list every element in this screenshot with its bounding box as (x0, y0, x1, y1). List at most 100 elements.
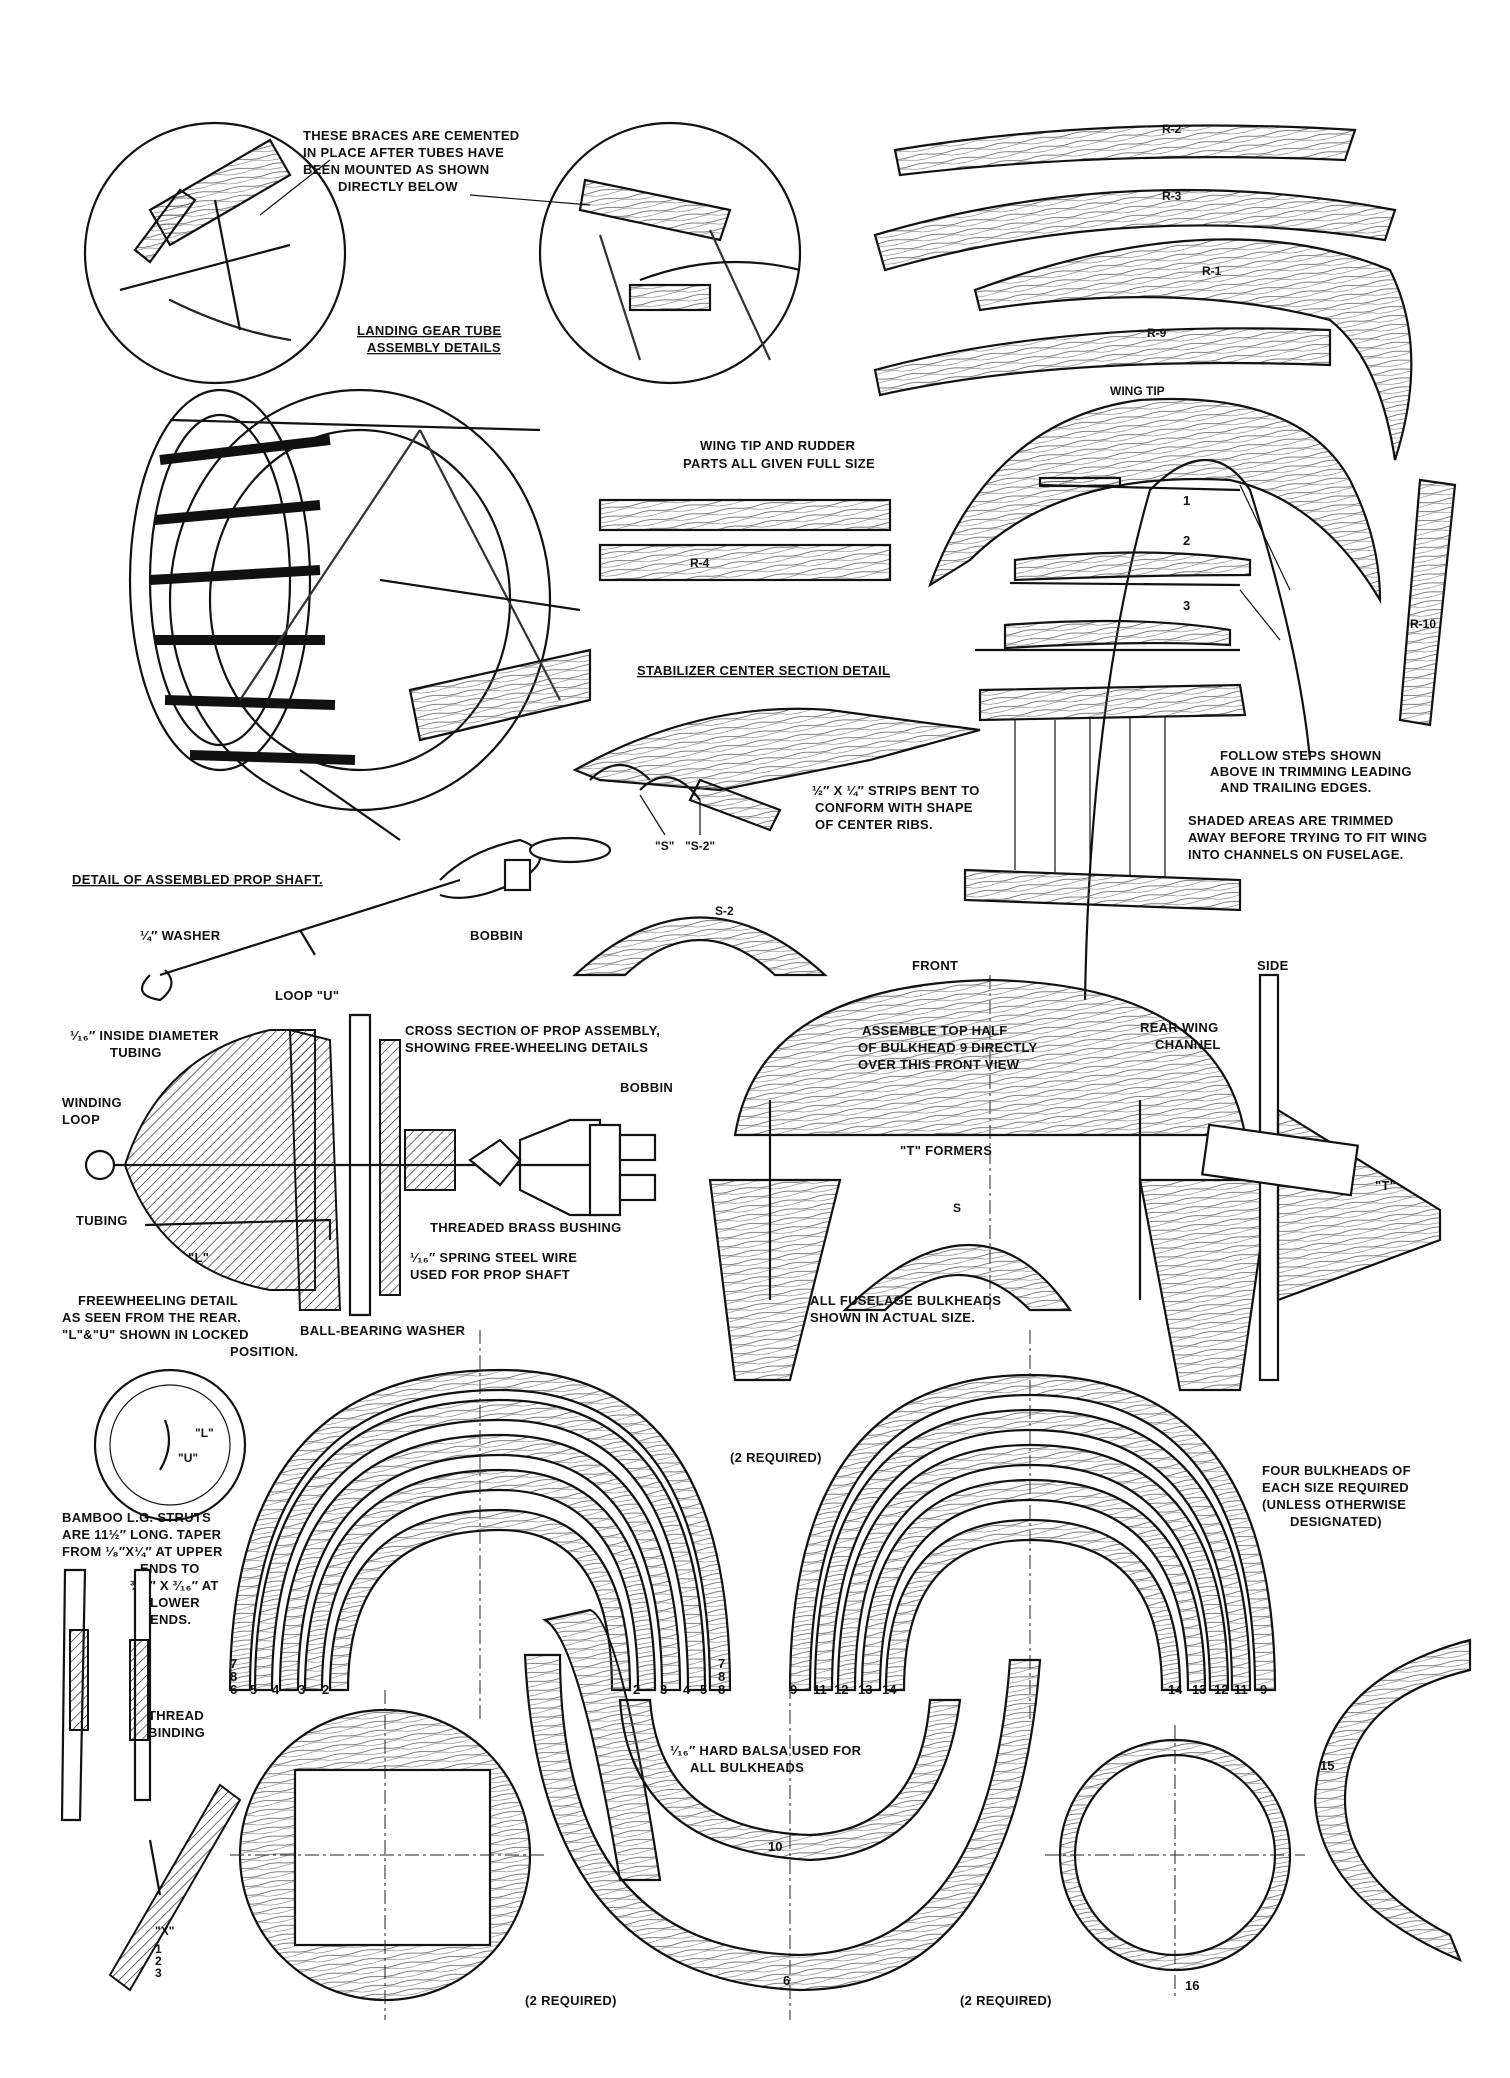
rear-wing-channel-1: REAR WING (1140, 1020, 1219, 1035)
part-r3 (873, 188, 1397, 272)
bh-left-3: 3 (298, 1682, 305, 1697)
prop-shaft-drawing (140, 836, 612, 1002)
brace-drawing-right (578, 178, 801, 361)
step-3: 3 (1183, 598, 1190, 613)
strips-note-2: CONFORM WITH SHAPE (815, 800, 973, 815)
bh-leftr-8b: 8 (718, 1669, 725, 1684)
bamboo-note-5: ³⁄₃₂″ X ³⁄₁₆″ AT (130, 1578, 219, 1593)
bh-right-13: 13 (858, 1682, 872, 1697)
winding-loop-1: WINDING (62, 1095, 122, 1110)
bobbin-mid-label: BOBBIN (620, 1080, 673, 1095)
bh-left-6: 6 (230, 1682, 237, 1697)
x-label: "X" (155, 1924, 174, 1938)
bh-leftr-3: 3 (660, 1682, 667, 1697)
part-r4 (598, 543, 892, 582)
bh-rightr-12: 12 (1214, 1682, 1228, 1697)
freewheeling-note-1: FREEWHEELING DETAIL (78, 1293, 238, 1308)
tubing-label: TUBING (76, 1213, 128, 1228)
strut-3: 3 (155, 1966, 162, 1980)
step-1: 1 (1183, 493, 1190, 508)
part-s (842, 1243, 1073, 1312)
loop-u-label: LOOP "U" (275, 988, 339, 1003)
bulkhead-arch-left (228, 1330, 732, 1720)
bulkhead-s-curve (523, 1608, 1042, 2020)
bamboo-note-6: LOWER (150, 1595, 200, 1610)
inside-diameter-1: ¹⁄₁₆″ INSIDE DIAMETER (70, 1028, 219, 1043)
label-s-quoted: "S" (655, 839, 674, 853)
part-r10 (1398, 478, 1457, 727)
spring-steel-1: ¹⁄₁₆″ SPRING STEEL WIRE (410, 1250, 577, 1265)
shaded-areas-3: INTO CHANNELS ON FUSELAGE. (1188, 847, 1404, 862)
bamboo-note-4: ENDS TO (140, 1561, 200, 1576)
label-b6: 6 (783, 1973, 790, 1988)
bh-left-4: 4 (272, 1682, 280, 1697)
bh-leftr-5: 5 (700, 1682, 707, 1697)
label-b16: 16 (1185, 1978, 1199, 1993)
bamboo-note-7: ENDS. (150, 1612, 191, 1627)
bamboo-note-2: ARE 11½″ LONG. TAPER (62, 1527, 222, 1542)
four-bulkheads-1: FOUR BULKHEADS OF (1262, 1463, 1411, 1478)
prop-shaft-title: DETAIL OF ASSEMBLED PROP SHAFT. (72, 872, 323, 887)
follow-steps-1: FOLLOW STEPS SHOWN (1220, 748, 1381, 763)
all-bulkheads-2: SHOWN IN ACTUAL SIZE. (810, 1310, 975, 1325)
cross-section-note-2: SHOWING FREE-WHEELING DETAILS (405, 1040, 648, 1055)
bamboo-note-3: FROM ¹⁄₈″X¼″ AT UPPER (62, 1544, 223, 1559)
label-r10: R-10 (1410, 617, 1436, 631)
bh-rightr-14: 14 (1168, 1682, 1183, 1697)
bh-leftr-8: 8 (718, 1682, 725, 1697)
assemble-note-2: OF BULKHEAD 9 DIRECTLY (858, 1040, 1037, 1055)
bh-rightr-9: 9 (1260, 1682, 1267, 1697)
braces-note-4: DIRECTLY BELOW (338, 179, 458, 194)
follow-steps-3: AND TRAILING EDGES. (1220, 780, 1372, 795)
hard-balsa-2: ALL BULKHEADS (690, 1760, 804, 1775)
bh-leftr-2: 2 (633, 1682, 640, 1697)
strips-note-1: ½″ X ¼″ STRIPS BENT TO (812, 783, 980, 798)
winding-loop-2: LOOP (62, 1112, 100, 1127)
two-required-left: (2 REQUIRED) (525, 1993, 617, 2008)
label-s2-quoted: "S-2" (685, 839, 715, 853)
bulkhead-circle-left (230, 1690, 545, 2020)
wing-channel-detail (963, 683, 1247, 912)
bulkhead-circle-right (1045, 1725, 1305, 2000)
strips-note-3: OF CENTER RIBS. (815, 817, 933, 832)
inside-diameter-2: TUBING (110, 1045, 162, 1060)
stabilizer-drawing (572, 707, 981, 836)
bh-leftr-4: 4 (683, 1682, 691, 1697)
freewheel-rear-view (93, 1368, 247, 1522)
label-s-arch: S (953, 1201, 961, 1215)
bamboo-struts (60, 1568, 242, 1992)
shaded-areas-1: SHADED AREAS ARE TRIMMED (1188, 813, 1394, 828)
front-label: FRONT (912, 958, 958, 973)
shaded-areas-2: AWAY BEFORE TRYING TO FIT WING (1188, 830, 1427, 845)
part-r9 (873, 327, 1332, 397)
t-label: "T" (1375, 1178, 1396, 1193)
side-view-bulkhead (1201, 973, 1442, 1382)
wing-tip-parts (598, 124, 1457, 1001)
label-r3: R-3 (1162, 189, 1182, 203)
t-formers-label: "T" FORMERS (900, 1143, 992, 1158)
bh-right-14: 14 (882, 1682, 897, 1697)
label-r1: R-1 (1202, 264, 1222, 278)
four-bulkheads-2: EACH SIZE REQUIRED (1262, 1480, 1409, 1495)
washer-label: ¼″ WASHER (140, 928, 221, 943)
threaded-bushing-label: THREADED BRASS BUSHING (430, 1220, 622, 1235)
label-s2: S-2 (715, 904, 734, 918)
thread-binding-2: BINDING (148, 1725, 205, 1740)
freewheeling-note-3: "L"&"U" SHOWN IN LOCKED (62, 1327, 249, 1342)
rear-wing-channel-2: CHANNEL (1155, 1037, 1221, 1052)
bamboo-note-1: BAMBOO L.G. STRUTS (62, 1510, 211, 1525)
four-bulkheads-4: DESIGNATED) (1290, 1514, 1382, 1529)
assemble-note-3: OVER THIS FRONT VIEW (858, 1057, 1020, 1072)
label-r9: R-9 (1147, 326, 1167, 340)
part-bulkhead-10 (618, 1698, 962, 1862)
part-wing-tip (927, 397, 1382, 604)
two-required-right: (2 REQUIRED) (960, 1993, 1052, 2008)
stabilizer-title: STABILIZER CENTER SECTION DETAIL (637, 663, 890, 678)
four-bulkheads-3: (UNLESS OTHERWISE (1262, 1497, 1406, 1512)
bulkhead-arch-right (788, 1330, 1277, 1720)
prop-cross-section (84, 1013, 657, 1317)
label-wing-tip: WING TIP (1110, 384, 1165, 398)
bh-left-2: 2 (322, 1682, 329, 1697)
strut-2: 2 (155, 1954, 162, 1968)
